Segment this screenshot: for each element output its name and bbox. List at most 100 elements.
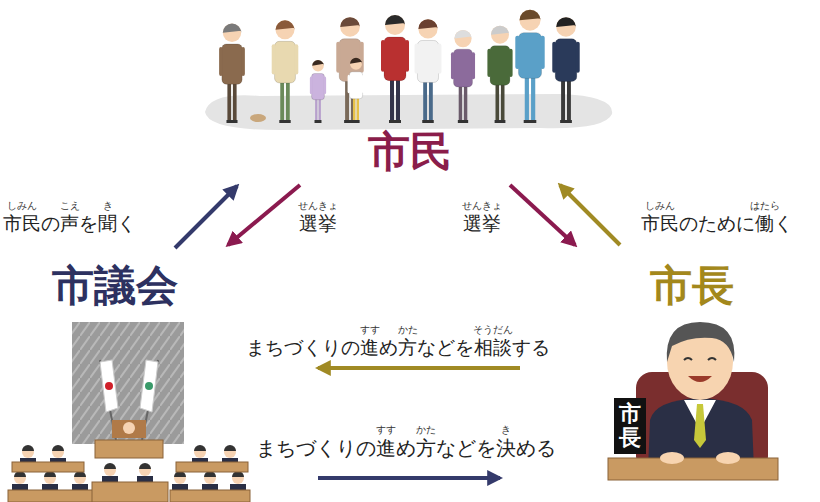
person-shoes	[422, 120, 434, 123]
flag-sun	[105, 382, 113, 390]
member-head	[232, 472, 244, 484]
person-leg	[280, 79, 284, 122]
person-hair	[418, 19, 437, 29]
member-desk	[12, 462, 84, 472]
member-head	[22, 446, 34, 458]
person-figure	[415, 19, 442, 123]
person-hair	[340, 17, 360, 27]
member-hair	[194, 445, 206, 451]
person-body	[417, 40, 438, 82]
member-hair	[104, 463, 116, 469]
mayor-eye	[708, 358, 716, 360]
arrow-label: まちづくりの進め方などを相談する	[245, 336, 551, 359]
person-body	[312, 74, 325, 100]
arrow-label: まちづくりの進め方などを決める	[255, 436, 557, 460]
person-arm	[381, 40, 385, 72]
person-figure	[219, 24, 245, 123]
chair-back	[112, 420, 146, 438]
person-leg	[525, 74, 529, 122]
person-arm	[219, 47, 223, 76]
person-head	[312, 60, 324, 72]
person-leg	[423, 78, 427, 122]
japan-flag	[100, 360, 118, 412]
furigana: せんきょ	[298, 200, 338, 211]
crowd-illustration	[205, 10, 612, 130]
person-arm	[348, 75, 350, 93]
person-figure	[336, 17, 363, 123]
hall-wall	[72, 322, 184, 444]
person-leg	[501, 81, 505, 122]
rostrum	[95, 440, 163, 458]
person-shoes	[560, 120, 572, 123]
heading-node: 市長	[650, 263, 734, 309]
person-body	[349, 72, 362, 99]
person-body	[454, 49, 473, 87]
person-leg	[459, 83, 462, 122]
person-leg	[567, 78, 571, 122]
person-leg	[227, 80, 231, 122]
person-hair	[520, 10, 541, 21]
person-hair	[223, 24, 241, 33]
node-title: 市議会	[52, 263, 178, 309]
person-hair	[491, 26, 509, 35]
person-shoes	[352, 120, 359, 123]
furigana: すす	[360, 324, 380, 335]
mayor-hair	[667, 322, 735, 362]
dog	[250, 114, 266, 122]
person-arm	[515, 36, 519, 69]
person-arm	[324, 77, 326, 95]
person-arm	[336, 42, 340, 73]
person-figure	[552, 17, 579, 123]
person-hair	[312, 60, 324, 66]
chair-person-head	[123, 422, 135, 434]
person-head	[350, 58, 362, 70]
person-head	[520, 10, 541, 31]
member-hair	[224, 445, 236, 451]
mayor-tie	[694, 404, 706, 448]
person-arm	[472, 52, 475, 79]
member-head	[139, 464, 151, 476]
member-head	[174, 472, 186, 484]
person-shoes	[315, 120, 322, 123]
person-leg	[390, 77, 394, 122]
furigana: そうだん	[473, 324, 513, 335]
furigana: しみん	[7, 200, 37, 211]
person-leg	[396, 77, 400, 122]
member-head	[14, 472, 26, 484]
person-leg	[496, 81, 500, 122]
desk-sign: 市長	[614, 398, 646, 454]
person-arm	[487, 49, 491, 77]
person-arm	[272, 44, 276, 74]
person-shoes	[279, 120, 290, 123]
ground-shadow	[205, 94, 612, 130]
node-title: 市民	[368, 129, 452, 175]
member-hair	[22, 445, 34, 451]
mayor-desk	[608, 458, 778, 480]
person-shoes	[226, 120, 237, 123]
person-shoes	[458, 120, 468, 123]
furigana: はたら	[750, 200, 780, 211]
member-head	[44, 472, 56, 484]
person-arm	[241, 47, 245, 76]
person-head	[491, 26, 509, 44]
member-head	[52, 446, 64, 458]
flow-arrow	[228, 185, 300, 245]
person-arm	[415, 43, 419, 73]
person-head	[454, 30, 471, 47]
person-hair	[454, 30, 471, 39]
person-head	[385, 15, 405, 35]
person-head	[223, 24, 241, 42]
flow-arrow	[560, 185, 620, 245]
person-shoes	[389, 120, 401, 123]
furigana: き	[501, 424, 511, 435]
person-arm	[405, 40, 409, 72]
person-head	[418, 19, 437, 38]
person-arm	[295, 44, 299, 74]
person-figure	[310, 60, 326, 123]
furigana: すす	[376, 424, 396, 435]
person-figure	[272, 20, 299, 123]
mayor-hand	[716, 452, 740, 464]
furigana: かた	[416, 424, 436, 435]
person-arm	[451, 52, 454, 79]
